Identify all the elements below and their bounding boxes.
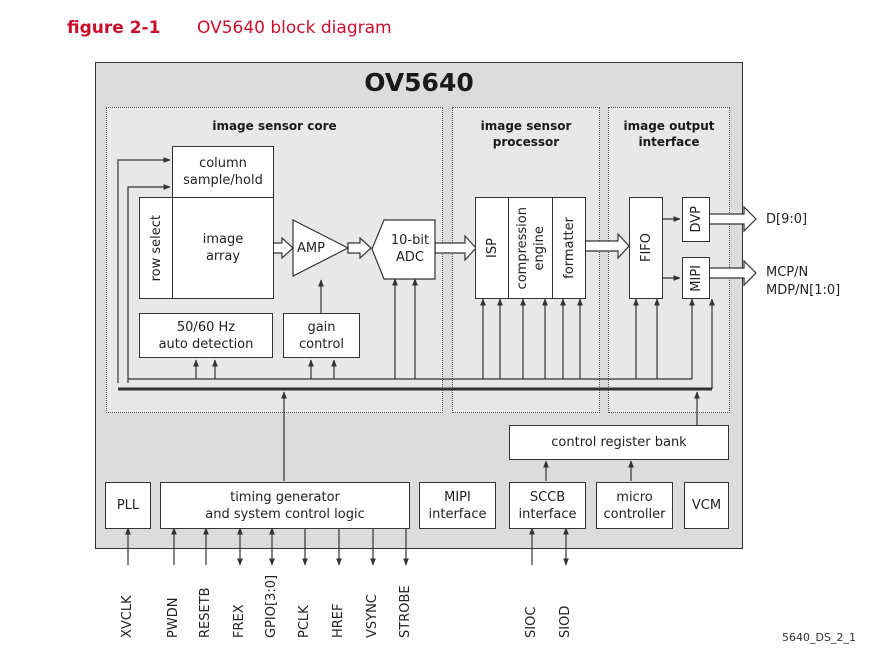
chip-title: OV5640: [364, 68, 474, 97]
wire-bus-to-column-1: [117, 157, 171, 383]
isp-block: ISP: [475, 197, 510, 299]
figure-caption: OV5640 block diagram: [197, 18, 392, 38]
pin-gpio: GPIO[3:0]: [264, 574, 279, 638]
vcm-block: VCM: [684, 482, 729, 529]
gain-control: gain control: [283, 313, 360, 358]
arrow-mipi-out: [708, 259, 757, 287]
micro-controller: micro controller: [596, 482, 673, 529]
output-mipi-label-1: MCP/N: [766, 265, 809, 280]
pin-sioc: SIOC: [524, 606, 539, 638]
pin-frex: FREX: [232, 604, 247, 638]
document-id: 5640_DS_2_1: [782, 631, 856, 644]
mipi-block: MIPI: [682, 257, 710, 299]
arrow-adc-to-isp: [434, 234, 477, 262]
wire-bus-to-column-2: [127, 184, 171, 383]
arrow-array-to-amp: [272, 236, 294, 260]
pin-pclk: PCLK: [297, 605, 312, 638]
auto-detection: 50/60 Hz auto detection: [139, 313, 273, 358]
pin-vsync: VSYNC: [365, 594, 380, 638]
adc-shape: [371, 219, 436, 280]
output-mipi-label-2: MDP/N[1:0]: [766, 283, 841, 298]
section-title-output: image output interface: [623, 119, 715, 149]
dvp-block: DVP: [682, 197, 710, 242]
pll-block: PLL: [105, 482, 151, 529]
arrow-amp-to-adc: [347, 236, 372, 260]
sccb-interface: SCCB interface: [509, 482, 586, 529]
pin-href: HREF: [331, 603, 346, 639]
section-title-sensor-core: image sensor core: [212, 119, 337, 133]
row-select: row select: [139, 197, 174, 299]
pin-pwdn: PWDN: [166, 597, 181, 638]
fifo-block: FIFO: [629, 197, 663, 299]
control-register-bank: control register bank: [509, 425, 729, 460]
formatter-block: formatter: [552, 197, 586, 299]
pin-strobe: STROBE: [398, 585, 413, 638]
figure-number: figure 2-1: [67, 18, 161, 38]
adc-label: 10-bit ADC: [390, 233, 430, 265]
amp-triangle: [292, 219, 350, 277]
pin-xvclk: XVCLK: [120, 595, 135, 638]
column-sample-hold: column sample/hold: [172, 146, 274, 198]
arrow-dvp-out: [708, 205, 757, 233]
mipi-interface: MIPI interface: [419, 482, 496, 529]
section-title-isp: image sensor processor: [480, 119, 572, 149]
pin-resetb: RESETB: [198, 587, 213, 638]
compression-engine: compression engine: [508, 197, 554, 299]
pin-siod: SIOD: [558, 605, 573, 638]
arrow-formatter-to-fifo: [584, 232, 630, 260]
amp-label: AMP: [297, 241, 325, 256]
image-array: image array: [172, 197, 274, 299]
timing-generator: timing generator and system control logi…: [160, 482, 410, 529]
output-dvp-label: D[9:0]: [766, 212, 808, 227]
